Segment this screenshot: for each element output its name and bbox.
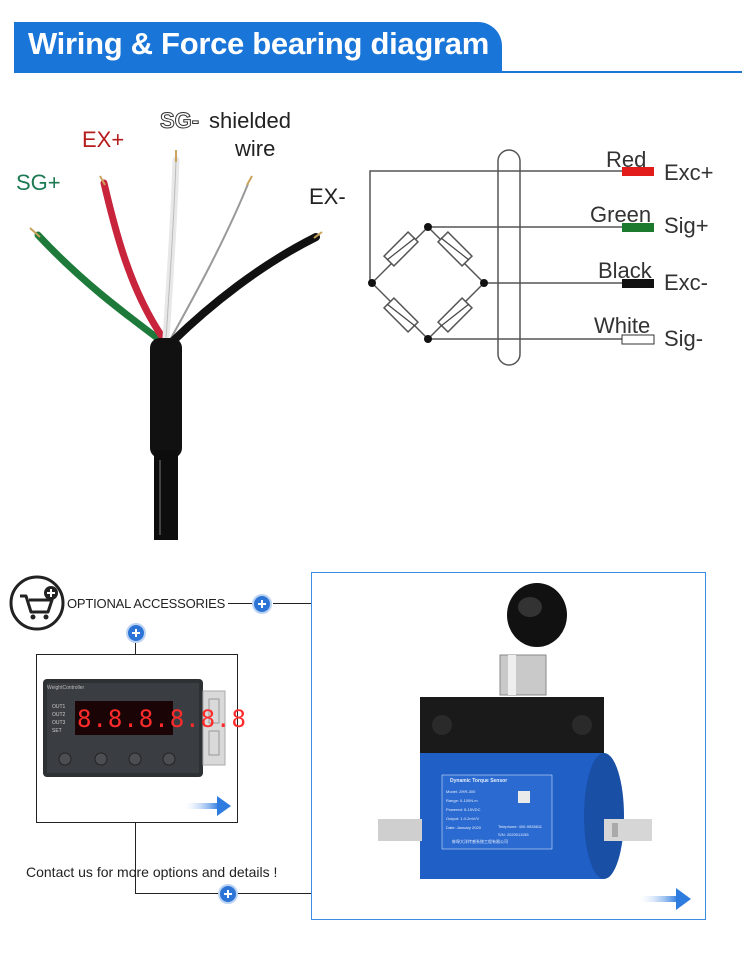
sensor-specs: Model: ZHR-300 Range: 0-100N.m Powered: … bbox=[446, 789, 481, 830]
controller-product-frame[interactable]: WeightController 8.8.8.8.8.8 OUT1 OUT2 O… bbox=[36, 654, 246, 823]
wire-label-sg-plus: SG+ bbox=[16, 170, 61, 195]
wire-label-ex-plus: EX+ bbox=[82, 127, 125, 152]
optional-accessories-label: OPTIONAL ACCESSORIES bbox=[67, 596, 226, 611]
sensor-product-frame[interactable]: Dynamic Torque Sensor Model: ZHR-300 Ran… bbox=[311, 572, 706, 920]
swatch-red bbox=[622, 167, 654, 176]
terminal-signal-exc-plus: Exc+ bbox=[664, 160, 714, 185]
connector-line bbox=[135, 893, 218, 894]
sensor-specs-right: Telephone: 400-9928811 S/N: 2020011155 bbox=[498, 824, 542, 837]
terminal-color-red: Red bbox=[606, 147, 647, 172]
terminal-color-black: Black bbox=[598, 258, 652, 283]
swatch-black bbox=[622, 279, 654, 288]
controller-display: 8.8.8.8.8.8 bbox=[77, 705, 247, 733]
wire-label-shielded: shielded bbox=[209, 108, 291, 133]
terminal-signal-exc-minus: Exc- bbox=[664, 270, 708, 295]
sensor-maker: 蚌埠大洋传感系统工程有限公司 bbox=[452, 839, 508, 844]
add-controller-icon[interactable] bbox=[126, 623, 146, 643]
controller-image bbox=[43, 679, 226, 777]
connector-line bbox=[135, 640, 136, 654]
next-arrow-icon[interactable] bbox=[185, 796, 233, 816]
header-underline bbox=[14, 71, 742, 73]
wire-label-wire: wire bbox=[235, 136, 276, 161]
bridge-circuit bbox=[368, 149, 655, 366]
add-accessory-icon[interactable] bbox=[252, 594, 272, 614]
cable-illustration bbox=[29, 150, 323, 540]
contact-text: Contact us for more options and details … bbox=[26, 864, 278, 880]
connector-line bbox=[238, 893, 311, 894]
add-sensor-icon[interactable] bbox=[218, 884, 238, 904]
next-arrow-icon[interactable] bbox=[640, 888, 692, 910]
connector-line bbox=[135, 822, 136, 894]
wire-label-ex-minus: EX- bbox=[309, 184, 346, 209]
torque-sensor-image bbox=[378, 583, 652, 879]
terminal-color-green: Green bbox=[590, 202, 652, 227]
terminal-signal-sig-minus: Sig- bbox=[664, 326, 704, 351]
connector-line bbox=[273, 603, 311, 604]
cart-icon bbox=[9, 575, 65, 631]
controller-brand: WeightController bbox=[47, 685, 85, 691]
terminal-color-white: White bbox=[594, 313, 651, 338]
controller-outputs: OUT1 OUT2 OUT3 SET bbox=[52, 704, 66, 734]
connector-line bbox=[228, 603, 252, 604]
header-band bbox=[14, 22, 502, 72]
swatch-green bbox=[622, 223, 654, 232]
page-title: Wiring & Force bearing diagram bbox=[28, 26, 489, 61]
terminal-signal-sig-plus: Sig+ bbox=[664, 213, 709, 238]
sensor-title: Dynamic Torque Sensor bbox=[450, 778, 508, 784]
swatch-white bbox=[621, 334, 655, 345]
wire-label-sg-minus: SG- bbox=[159, 108, 200, 134]
